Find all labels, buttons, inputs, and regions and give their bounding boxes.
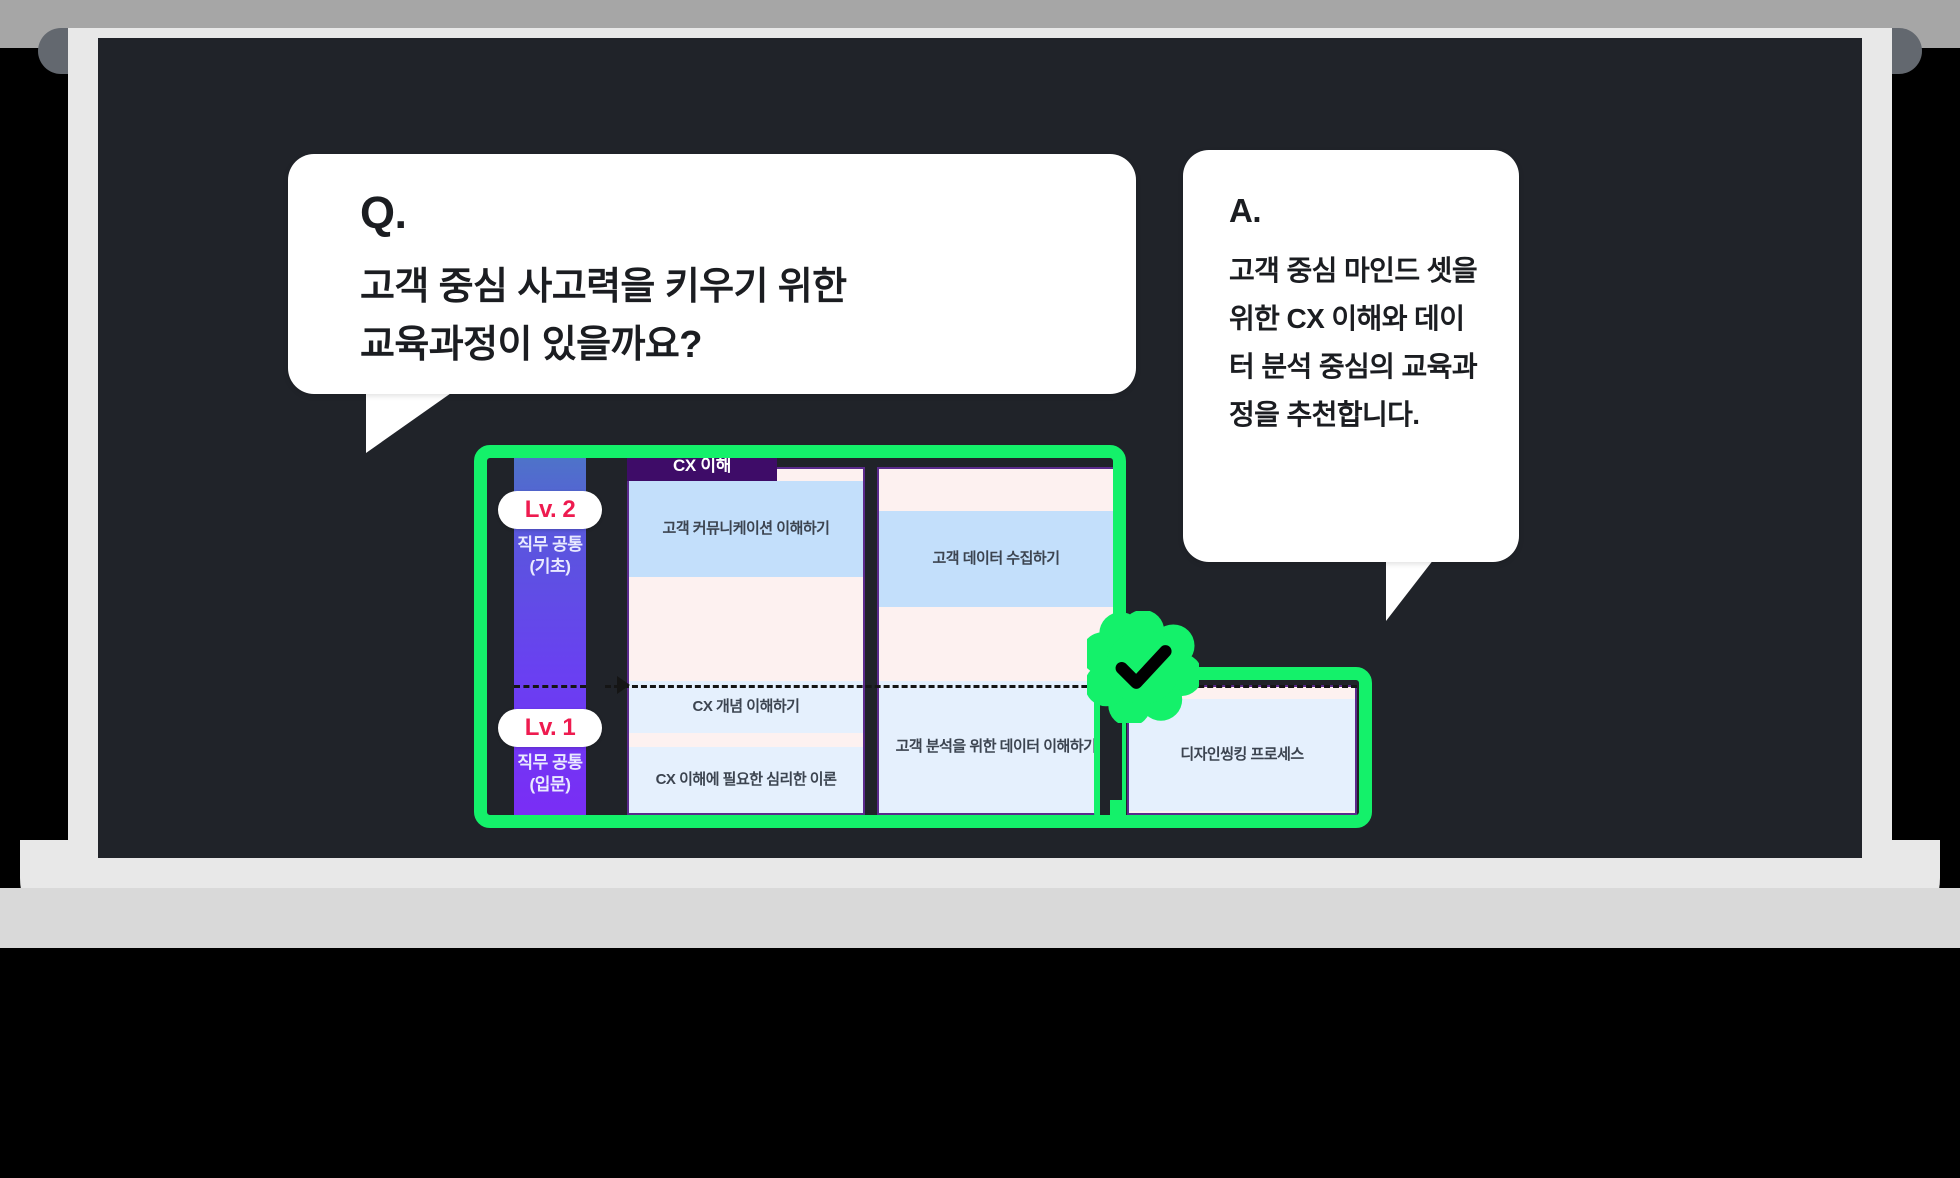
question-bubble: Q. 고객 중심 사고력을 키우기 위한 교육과정이 있을까요? [288,154,1136,394]
course-cell[interactable]: 고객 분석을 위한 데이터 이해하기 [879,681,1113,813]
answer-text: 고객 중심 마인드 셋을 위한 CX 이해와 데이터 분석 중심의 교육과정을 … [1229,255,1478,431]
curriculum-column-customer-data: 고객 데이터 수집하기 고객 분석을 위한 데이터 이해하기 [877,467,1115,815]
column-header-label: CX 이해 [672,458,732,475]
check-badge [1081,609,1203,727]
level-divider-arrow-icon [617,676,630,694]
course-label: 고객 커뮤니케이션 이해하기 [662,520,830,538]
answer-marker: A. [1229,192,1262,229]
course-label: 디자인씽킹 프로세스 [1180,746,1304,764]
question-line-2: 교육과정이 있을까요? [360,323,702,366]
level-sub-lv1: 직무 공통 (입문) [498,752,602,796]
course-label: CX 이해에 필요한 심리한 이론 [655,771,837,789]
question-marker: Q. [360,187,407,238]
level-sub-lv1-line2: (입문) [529,774,571,794]
course-cell[interactable]: 고객 데이터 수집하기 [879,511,1113,607]
curriculum-column-cx-understanding: CX 이해 고객 커뮤니케이션 이해하기 CX 개념 이해하기 CX 이해에 필… [627,458,865,815]
level-badge-lv2-label: Lv. 2 [524,496,576,523]
course-cell[interactable]: CX 이해에 필요한 심리한 이론 [629,747,863,813]
level-sub-lv2-line2: (기초) [529,556,571,576]
course-label: 고객 분석을 위한 데이터 이해하기 [895,738,1097,756]
curriculum-diagram: Lv. 2 직무 공통 (기초) Lv. 1 직무 공통 (입문) [474,445,1374,828]
level-divider-line [605,685,1357,688]
question-line-1: 고객 중심 사고력을 키우기 위한 [360,266,847,308]
level-sub-lv2-line1: 직무 공통 [517,535,583,554]
screen-content: Q. 고객 중심 사고력을 키우기 위한 교육과정이 있을까요? A. 고객 중… [98,38,1862,858]
column-header-tab: CX 이해 [627,458,777,481]
level-divider-left [514,685,586,688]
course-label: 고객 데이터 수집하기 [932,550,1060,568]
curriculum-board: Lv. 2 직무 공통 (기초) Lv. 1 직무 공통 (입문) [487,458,1361,815]
answer-bubble: A. 고객 중심 마인드 셋을 위한 CX 이해와 데이터 분석 중심의 교육과… [1183,150,1519,562]
answer-bubble-tail [1386,559,1434,621]
monitor-base [0,888,1960,948]
level-badge-lv2: Lv. 2 [498,491,602,529]
curriculum-column-design-thinking: 디자인씽킹 프로세스 [1127,685,1357,815]
course-label: CX 개념 이해하기 [692,698,800,716]
level-sub-lv2: 직무 공통 (기초) [498,534,602,578]
course-cell[interactable]: 고객 커뮤니케이션 이해하기 [629,481,863,577]
level-badge-lv1-label: Lv. 1 [524,714,576,741]
question-bubble-tail [366,391,454,453]
curriculum-columns: CX 이해 고객 커뮤니케이션 이해하기 CX 개념 이해하기 CX 이해에 필… [627,458,1357,815]
level-sub-lv1-line1: 직무 공통 [517,753,583,772]
level-badge-lv1: Lv. 1 [498,709,602,747]
course-cell[interactable]: CX 개념 이해하기 [629,681,863,733]
